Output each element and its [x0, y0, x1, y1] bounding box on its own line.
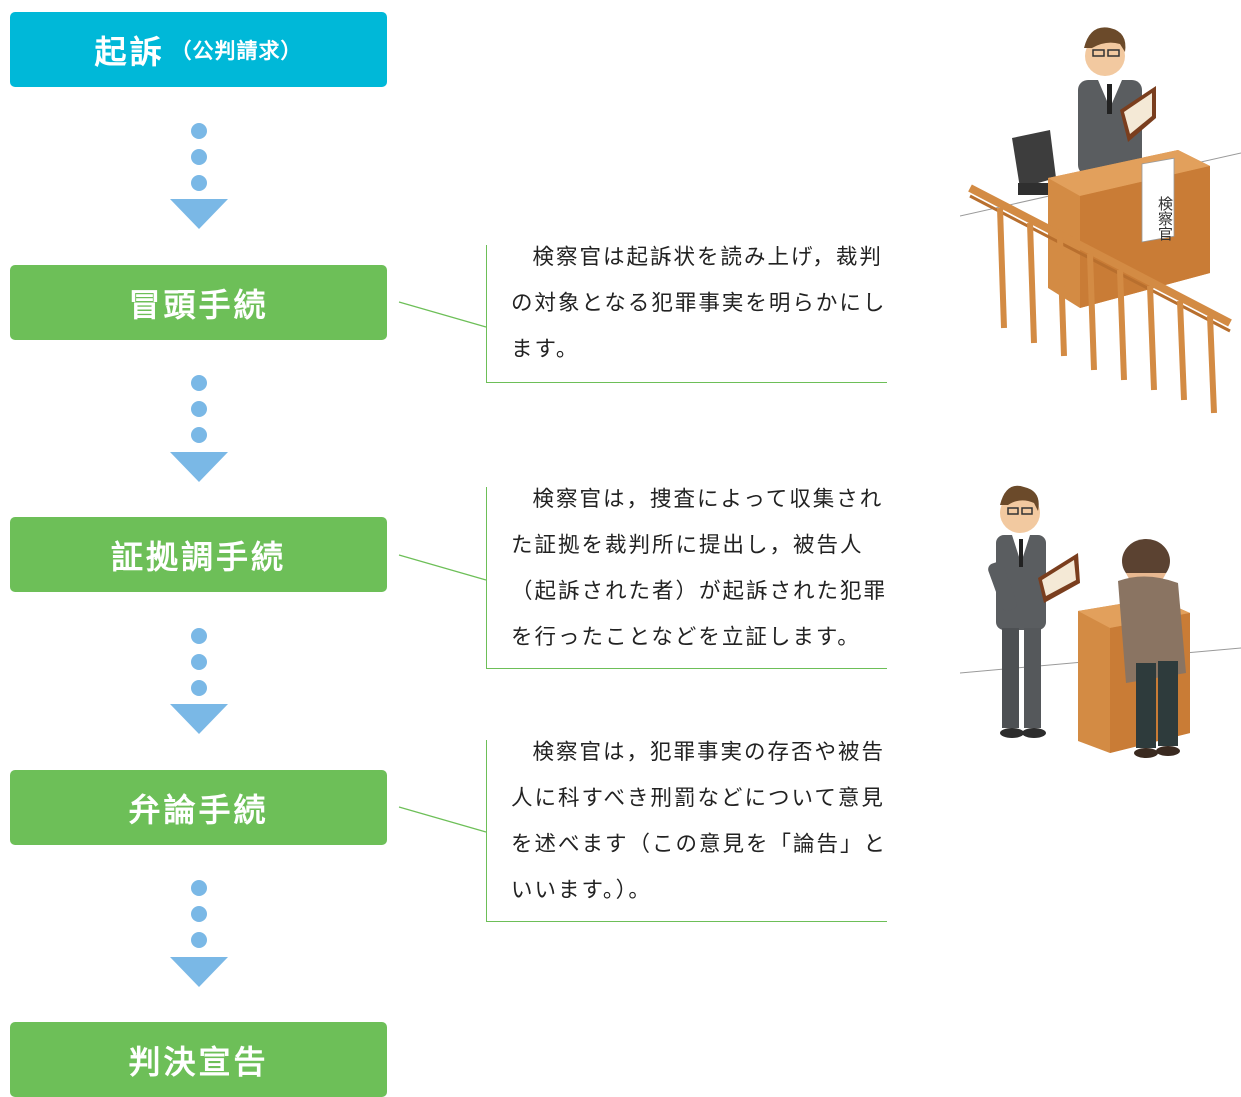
flow-arrow-icon [170, 452, 228, 482]
step-opening-procedure: 冒頭手続 [10, 265, 387, 340]
step-label: 弁論手続 [128, 790, 269, 829]
prosecutor-defendant-illustration [960, 485, 1241, 758]
description-closing: 検察官は，犯罪事実の存否や被告人に科すべき刑罰などについて意見を述べます（この意… [486, 740, 887, 922]
description-text: 検察官は，捜査によって収集された証拠を裁判所に提出し，被告人（起訴された者）が起… [511, 487, 888, 650]
flow-dots [191, 880, 207, 958]
description-evidence: 検察官は，捜査によって収集された証拠を裁判所に提出し，被告人（起訴された者）が起… [486, 487, 887, 669]
step-evidence-examination: 証拠調手続 [10, 517, 387, 592]
prosecutor-desk-illustration [960, 27, 1241, 414]
flow-arrow-icon [170, 957, 228, 987]
flow-arrow-icon [170, 199, 228, 229]
flow-arrow-icon [170, 704, 228, 734]
step-label: 証拠調手続 [110, 537, 286, 576]
step-judgment: 判決宣告 [10, 1022, 387, 1097]
desk-sign-label: 検察官 [1156, 196, 1174, 241]
flow-dots [191, 375, 207, 453]
flow-dots [191, 123, 207, 201]
step-label: 起訴 [94, 32, 165, 71]
flow-dots [191, 628, 207, 706]
step-label: 冒頭手続 [128, 285, 269, 324]
step-indictment: 起訴（公判請求） [10, 12, 387, 87]
description-text: 検察官は，犯罪事実の存否や被告人に科すべき刑罰などについて意見を述べます（この意… [511, 740, 888, 903]
description-opening: 検察官は起訴状を読み上げ，裁判の対象となる犯罪事実を明らかにします。 [486, 245, 887, 383]
description-text: 検察官は起訴状を読み上げ，裁判の対象となる犯罪事実を明らかにします。 [511, 245, 887, 362]
step-closing-arguments: 弁論手続 [10, 770, 387, 845]
step-label: 判決宣告 [128, 1042, 269, 1081]
step-sublabel: （公判請求） [170, 38, 303, 63]
